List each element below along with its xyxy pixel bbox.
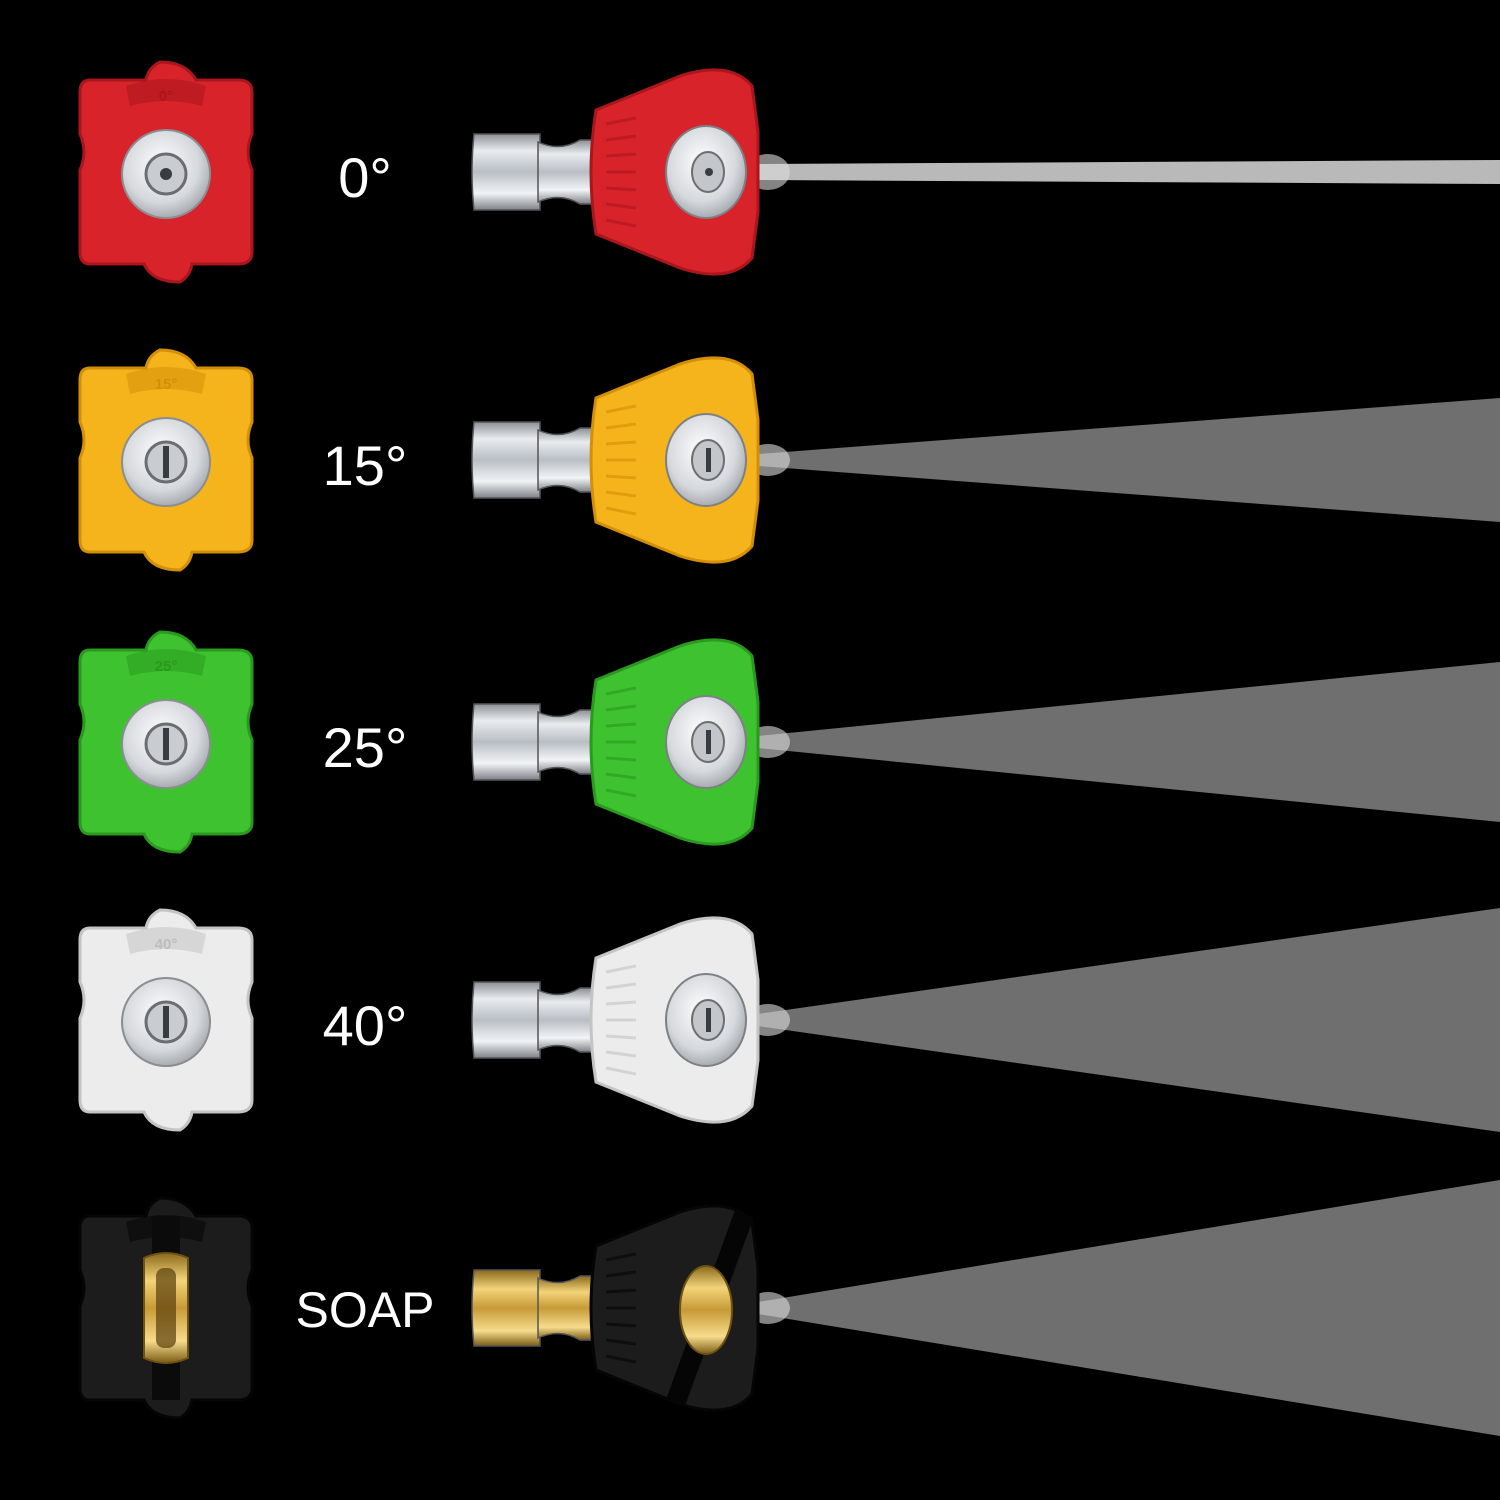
nozzle-side-icon <box>471 638 760 846</box>
tip-marking-plate <box>126 927 206 954</box>
angle-label: 40° <box>322 994 408 1057</box>
tip-face-icon: 25° <box>78 630 254 854</box>
tip-marking-text: 40° <box>155 936 178 953</box>
spray-fan-icon <box>758 662 1500 822</box>
spray-fan-icon <box>758 398 1500 522</box>
spray-jet-icon <box>758 160 1500 184</box>
tip-marking-plate <box>126 649 206 676</box>
tip-marking-text: 0° <box>159 88 173 105</box>
tip-face-icon <box>78 1196 254 1420</box>
quick-connect-plug <box>471 981 541 1059</box>
nozzle-side-icon <box>471 356 760 564</box>
tip-face-icon: 15° <box>78 348 254 572</box>
spray-fan-icon <box>758 908 1500 1132</box>
nozzle-side-icon <box>471 68 760 276</box>
angle-label: 0° <box>338 146 392 209</box>
angle-label: SOAP <box>295 1282 435 1338</box>
angle-label: 25° <box>322 716 408 779</box>
tip-marking-text: 15° <box>155 376 178 393</box>
quick-connect-plug <box>471 1269 541 1347</box>
quick-connect-plug <box>471 703 541 781</box>
tip-marking-plate <box>126 79 206 106</box>
nozzle-side-icon <box>471 1204 760 1412</box>
tip-marking-text: 25° <box>155 658 178 675</box>
quick-connect-plug <box>471 421 541 499</box>
nozzle-side-icon <box>471 916 760 1124</box>
tip-face-icon: 40° <box>78 908 254 1132</box>
quick-connect-plug <box>471 133 541 211</box>
angle-label: 15° <box>322 434 408 497</box>
spray-fan-icon <box>758 1180 1500 1436</box>
tip-face-icon: 0° <box>78 60 254 284</box>
tip-marking-plate <box>126 367 206 394</box>
